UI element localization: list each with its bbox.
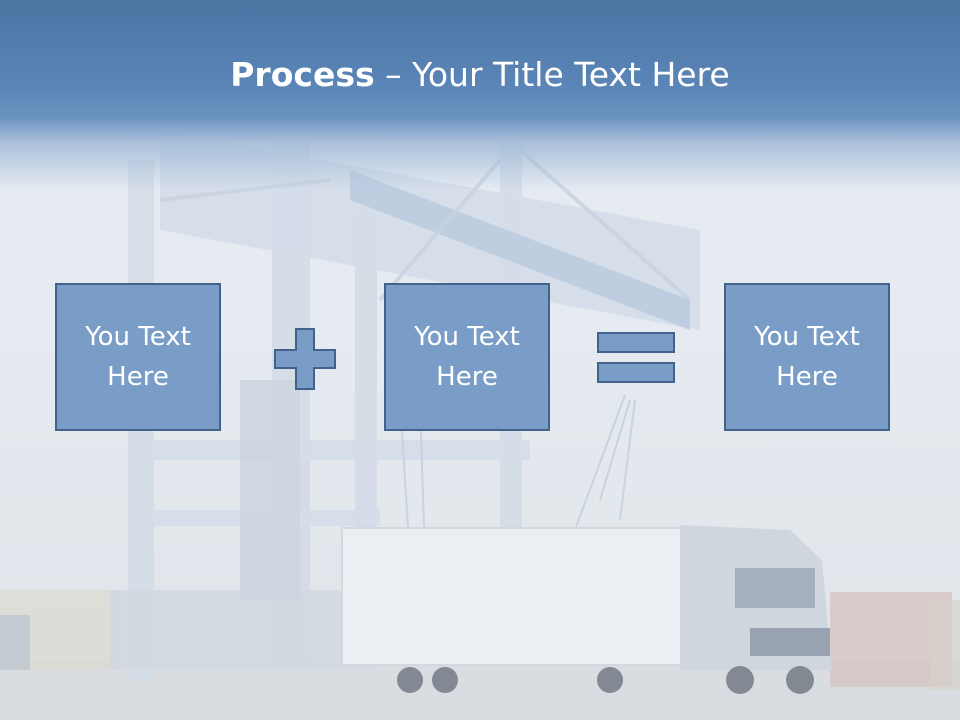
title-rest-text: – Your Title Text Here	[374, 55, 730, 94]
process-box-1-text: You Text Here	[85, 322, 191, 392]
process-box-2[interactable]: You Text Here	[384, 283, 550, 431]
process-box-3[interactable]: You Text Here	[724, 283, 890, 431]
process-box-3-text: You Text Here	[754, 322, 860, 392]
equals-icon	[597, 332, 675, 383]
title-bold-text: Process	[230, 55, 375, 94]
title-bar	[0, 0, 960, 190]
slide-title: Process – Your Title Text Here	[0, 52, 960, 98]
process-box-1[interactable]: You Text Here	[55, 283, 221, 431]
process-box-2-text: You Text Here	[414, 322, 520, 392]
plus-icon	[274, 328, 336, 390]
